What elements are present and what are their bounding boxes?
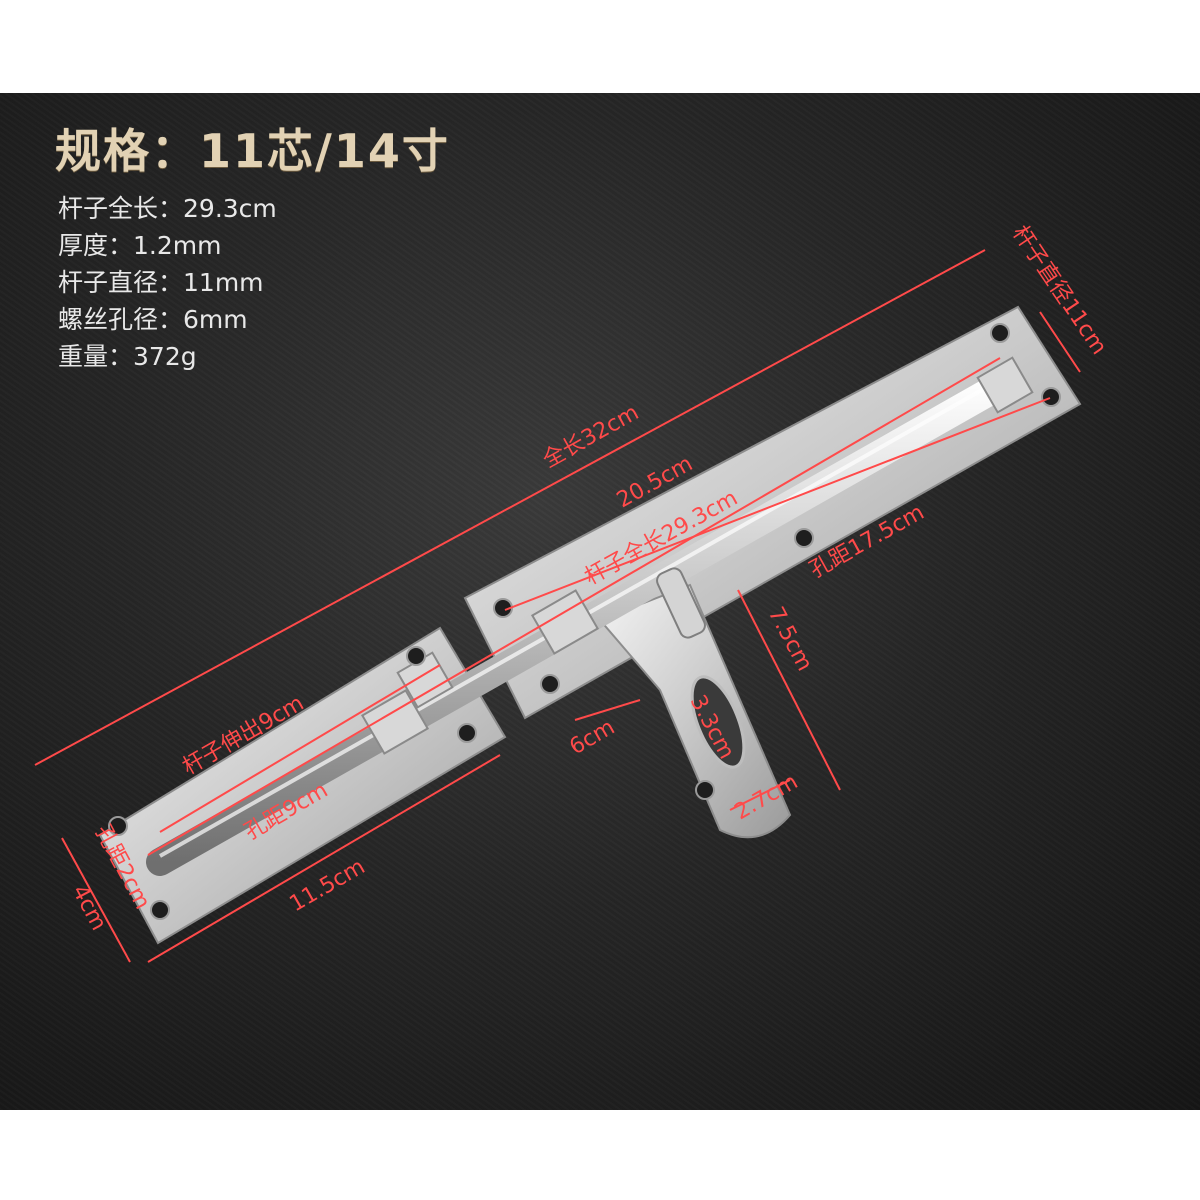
- screw-hole: [540, 674, 560, 694]
- dimension-line-rod-extension: [159, 664, 441, 833]
- spec-value: 29.3cm: [183, 194, 277, 223]
- dimension-line-rod-diameter: [1039, 311, 1081, 373]
- screw-hole: [990, 323, 1010, 343]
- spec-item-thickness: 厚度：1.2mm: [58, 227, 277, 264]
- screw-hole: [150, 900, 170, 920]
- bolt-handle: [656, 567, 706, 639]
- spec-item-weight: 重量：372g: [58, 338, 277, 375]
- spec-item-rod-length: 杆子全长：29.3cm: [58, 190, 277, 227]
- spec-item-rod-diameter: 杆子直径：11mm: [58, 264, 277, 301]
- spec-label: 重量：: [58, 342, 134, 371]
- dimension-line-hole-spacing-long: [504, 397, 1051, 611]
- screw-hole: [794, 528, 814, 548]
- dimension-line-keeper-width: [574, 699, 641, 721]
- screw-hole: [406, 646, 426, 666]
- spec-label: 杆子全长：: [58, 194, 184, 223]
- spec-value: 6mm: [183, 305, 248, 334]
- dimension-line-plate-width: [61, 837, 131, 963]
- spec-label: 杆子直径：: [58, 268, 184, 297]
- dimension-line-rod-length: [147, 357, 1001, 856]
- dim-plate-width: 4cm: [67, 881, 111, 935]
- dimension-line-keeper-height: [737, 589, 841, 791]
- spec-value: 1.2mm: [133, 231, 222, 260]
- rod-bracket: [530, 589, 600, 655]
- spec-label: 厚度：: [58, 231, 134, 260]
- spec-item-screw-hole: 螺丝孔径：6mm: [58, 301, 277, 338]
- keeper-slot: [690, 675, 746, 769]
- screw-hole: [1041, 387, 1061, 407]
- dimension-line-overall: [34, 249, 986, 766]
- spec-label: 螺丝孔径：: [58, 305, 184, 334]
- dim-short-plate-length: 11.5cm: [286, 854, 370, 917]
- product-spec-title: 规格：11芯/14寸: [55, 124, 450, 178]
- spec-value: 372g: [133, 342, 197, 371]
- dimension-line-slot-width: [729, 779, 791, 811]
- rod-bracket: [976, 356, 1034, 414]
- dim-keeper-height: 7.5cm: [763, 603, 817, 675]
- dim-overall-length: 全长32cm: [539, 400, 643, 473]
- screw-hole: [108, 816, 128, 836]
- screw-hole: [695, 780, 715, 800]
- spec-list: 杆子全长：29.3cm 厚度：1.2mm 杆子直径：11mm 螺丝孔径：6mm …: [58, 190, 277, 375]
- dimension-line-short-plate: [147, 754, 501, 963]
- spec-value: 11mm: [183, 268, 264, 297]
- rod-bracket: [360, 689, 430, 755]
- dim-keeper-width: 6cm: [566, 715, 620, 760]
- screw-hole: [457, 723, 477, 743]
